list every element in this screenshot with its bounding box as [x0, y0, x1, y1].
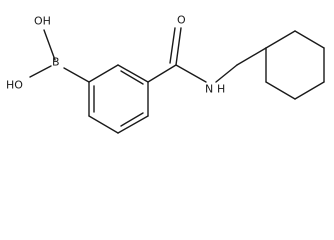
bond — [175, 64, 207, 83]
hydrogen-label: H — [217, 83, 225, 96]
bond — [175, 27, 182, 66]
boron-label: B — [52, 56, 60, 69]
bond — [29, 65, 52, 78]
bond — [236, 47, 267, 66]
bond — [43, 29, 56, 61]
double-bond-inner — [120, 70, 144, 85]
bond — [88, 64, 119, 83]
hydroxyl-label-top: OH — [34, 15, 51, 28]
double-bond-inner — [120, 112, 144, 127]
amide-group: O N H — [147, 14, 238, 96]
bond — [265, 81, 296, 100]
chemical-structure: B OH HO O N H — [6, 14, 325, 134]
bond — [117, 115, 149, 134]
bond — [147, 64, 177, 83]
oxygen-label: O — [177, 14, 186, 27]
nitrogen-label: N — [205, 83, 213, 96]
bond — [215, 64, 238, 83]
bond — [88, 115, 119, 134]
bond — [294, 30, 325, 49]
bond — [294, 81, 325, 100]
bond — [117, 64, 149, 83]
boronic-acid-group: B OH HO — [6, 15, 90, 92]
double-bond-inner — [169, 27, 176, 64]
benzene-ring — [88, 64, 149, 134]
bond — [63, 67, 90, 83]
bond — [265, 30, 296, 49]
hydroxyl-label-bottom: HO — [6, 79, 23, 92]
cyclohexane-ring — [236, 30, 325, 100]
